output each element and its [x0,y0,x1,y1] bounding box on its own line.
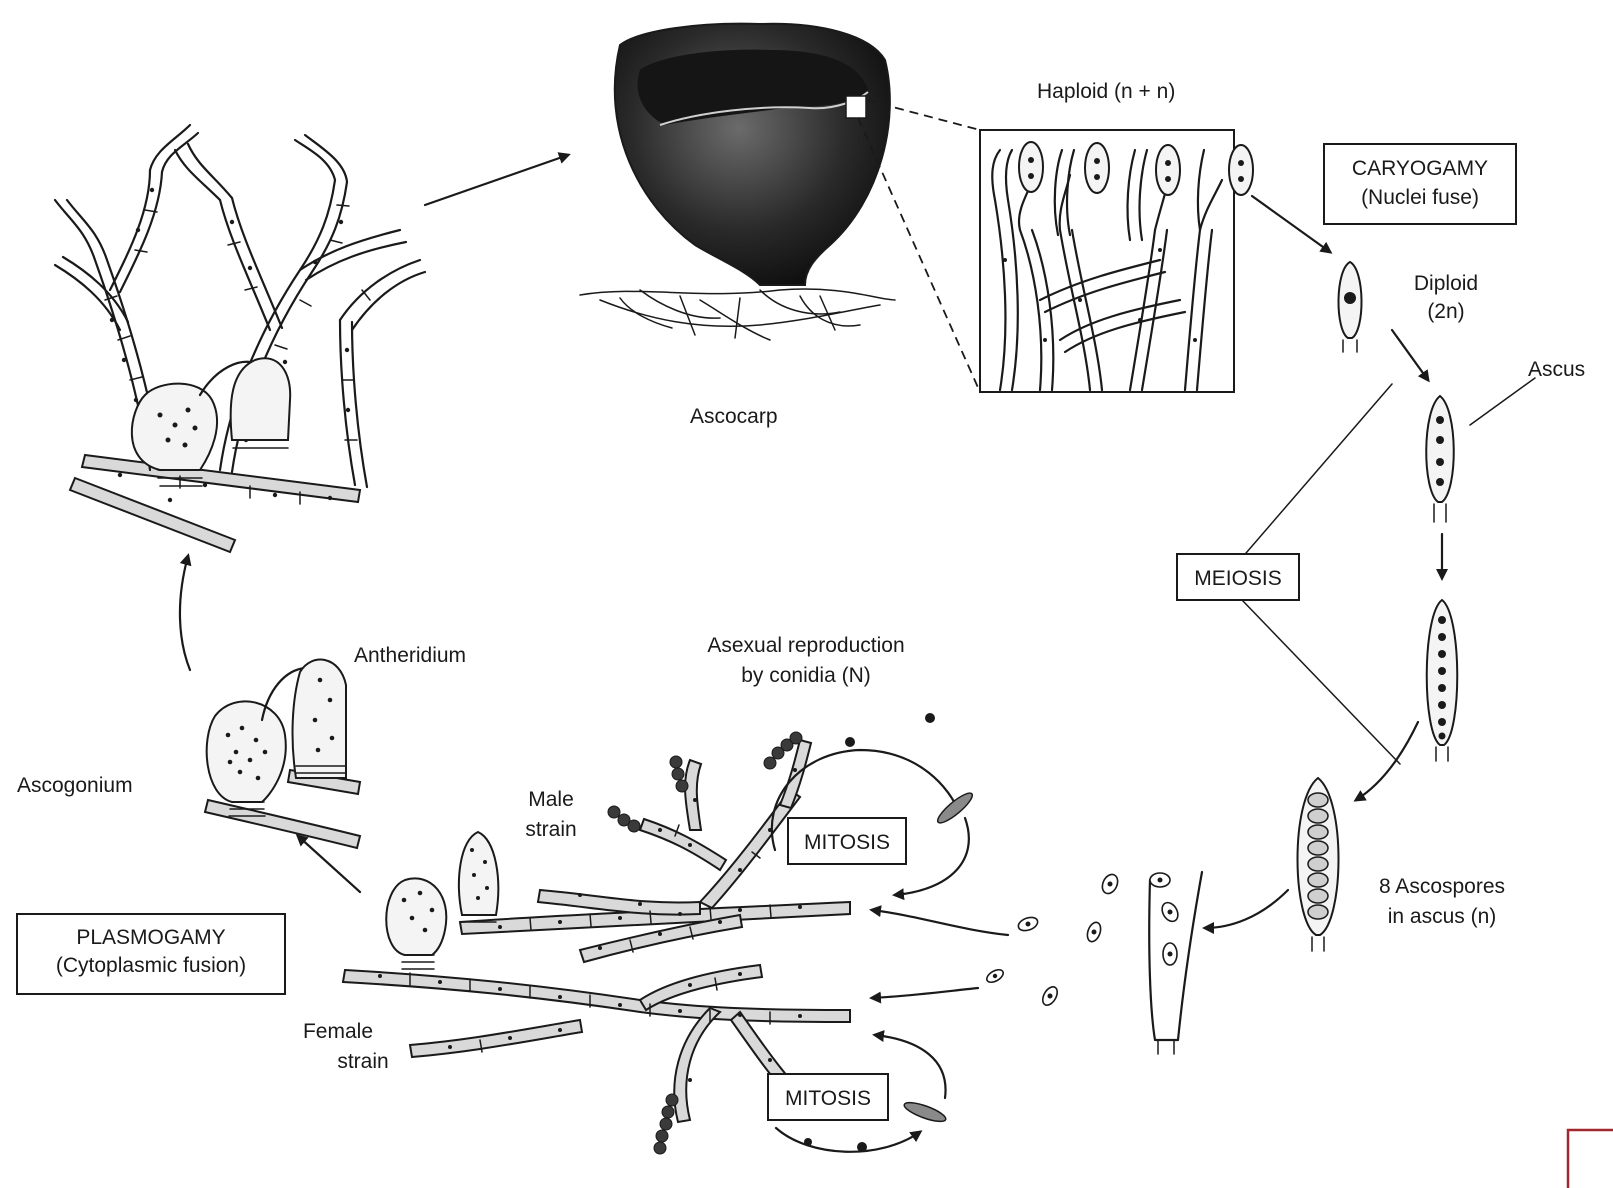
arrow-to-ascocarp [425,155,568,205]
gametangia-detail [205,660,360,848]
asexual-label-line2: by conidia (N) [741,664,871,687]
arrow-spores-to-female-mycelium [872,988,978,998]
mitosis-loop-bottom: MITOSIS [768,1035,948,1152]
corner-mark [1568,1130,1613,1188]
caryogamy-subtitle: (Nuclei fuse) [1361,186,1479,209]
asexual-label-line1: Asexual reproduction [707,634,904,657]
male-strain-label-line1: Male [528,788,574,811]
meiosis-bracket-upper [1240,384,1392,560]
arrow-diploid-to-ascus [1392,330,1428,380]
mature-ascus [1298,778,1339,951]
female-strain-label-line1: Female [303,1020,373,1043]
ascospores-label-line1: 8 Ascospores [1379,875,1505,898]
released-ascospores [985,872,1202,1054]
antheridium-label: Antheridium [354,644,466,667]
diploid-label-line2: (2n) [1427,300,1464,323]
arrow-to-released-spores [1205,890,1288,928]
arrow-to-diploid [1252,196,1330,252]
ascocarp-illustration [580,24,895,340]
haploid-label: Haploid (n + n) [1037,80,1175,103]
diploid-label-line1: Diploid [1414,272,1478,295]
caryogamy-title: CARYOGAMY [1352,157,1488,180]
ascus-label: Ascus [1528,358,1585,381]
ascus-four-nuclei [1426,396,1454,522]
plasmogamy-subtitle: (Cytoplasmic fusion) [56,954,246,977]
arrow-spores-to-male-mycelium [872,910,1008,935]
mitosis-label-bottom: MITOSIS [785,1087,871,1110]
female-strain-label-line2: strain [337,1050,388,1073]
plasmogamy-box: PLASMOGAMY (Cytoplasmic fusion) [17,914,285,994]
meiosis-box: MEIOSIS [1177,554,1299,600]
hymenium-inset [980,130,1253,392]
dikaryotic-hyphae-illustration [55,125,425,552]
caryogamy-box: CARYOGAMY (Nuclei fuse) [1324,144,1516,224]
ascospores-label-line2: in ascus (n) [1388,905,1497,928]
meiosis-label: MEIOSIS [1194,567,1282,590]
male-strain-label-line2: strain [525,818,576,841]
meiosis-bracket-lower [1242,600,1400,764]
mitosis-label-top: MITOSIS [804,831,890,854]
ascus-pointer-line [1470,378,1535,425]
ascocarp-label: Ascocarp [690,405,778,428]
arrow-to-mature-ascus [1356,722,1418,800]
ascogonium-label: Ascogonium [17,774,133,797]
arrow-gametangia-to-hyphae [180,556,190,670]
ascus-eight-nuclei [1427,600,1458,761]
diploid-ascus [1338,262,1361,352]
plasmogamy-title: PLASMOGAMY [76,926,225,949]
